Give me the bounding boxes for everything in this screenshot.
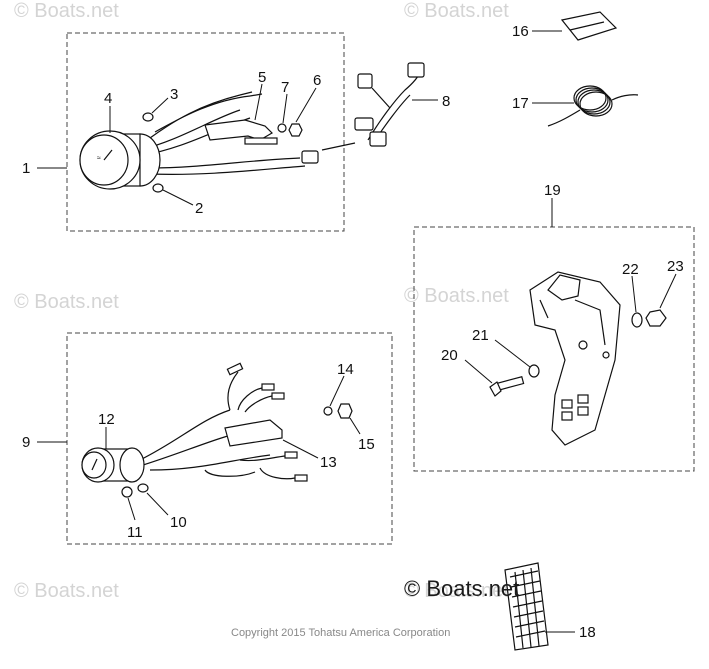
callout-label: 22 (622, 261, 639, 278)
bulb-icon (121, 486, 133, 498)
callout-label: 19 (544, 182, 561, 199)
callout-label: 20 (441, 347, 458, 364)
tachometer-assembly: ≈ (79, 91, 319, 193)
callout-label: 7 (281, 79, 289, 96)
part-18-template-plate (504, 562, 549, 651)
callout-label: 11 (127, 524, 143, 541)
callouts-group-1: 1 4 3 2 5 7 6 8 (22, 69, 450, 217)
callout-label: 8 (442, 93, 450, 110)
callout-label: 14 (337, 361, 354, 378)
group-box-trim-meter-kit (66, 332, 393, 545)
callout-label: 1 (22, 160, 30, 177)
bulb-icon (142, 112, 154, 122)
callout-label: 3 (170, 86, 178, 103)
mounting-bracket (529, 271, 621, 446)
part-16-label-sticker (560, 11, 618, 41)
trim-meter-assembly (81, 362, 353, 498)
watermark-text: © Boats.net (14, 580, 119, 602)
callout-label: 17 (512, 95, 529, 112)
watermark-text: © Boats.net (14, 291, 119, 313)
callout-label: 4 (104, 90, 112, 107)
callout-label: 16 (512, 23, 529, 40)
callout-label: 6 (313, 72, 321, 89)
callout-label: 12 (98, 411, 115, 428)
watermark-text: © Boats.net (14, 0, 119, 22)
bulb-icon (137, 483, 149, 493)
watermark-text: © Boats.net (404, 580, 509, 602)
callout-label: 13 (320, 454, 337, 471)
group-box-tachometer-kit (66, 32, 345, 232)
callout-label: 2 (195, 200, 203, 217)
callout-label: 18 (579, 624, 596, 641)
watermark-text: © Boats.net (404, 285, 509, 307)
watermark-text: © Boats.net (404, 0, 509, 22)
callout-label: 15 (358, 436, 375, 453)
svg-text:≈: ≈ (97, 155, 101, 162)
callout-label: 5 (258, 69, 266, 86)
watermark-layer: © Boats.net © Boats.net © Boats.net © Bo… (14, 0, 509, 602)
group-box-mounting-bracket (413, 226, 695, 472)
part-17-coiled-tube (547, 85, 639, 127)
extension-harness (321, 62, 425, 151)
copyright-notice: Copyright 2015 Tohatsu America Corporati… (231, 627, 450, 639)
callout-label: 23 (667, 258, 684, 275)
brand-watermark: © Boats.net (404, 576, 519, 601)
callout-label: 21 (472, 327, 489, 344)
bracket-fasteners (489, 309, 667, 397)
callout-label: 10 (170, 514, 187, 531)
bulb-icon (152, 183, 164, 193)
callout-label: 9 (22, 434, 30, 451)
